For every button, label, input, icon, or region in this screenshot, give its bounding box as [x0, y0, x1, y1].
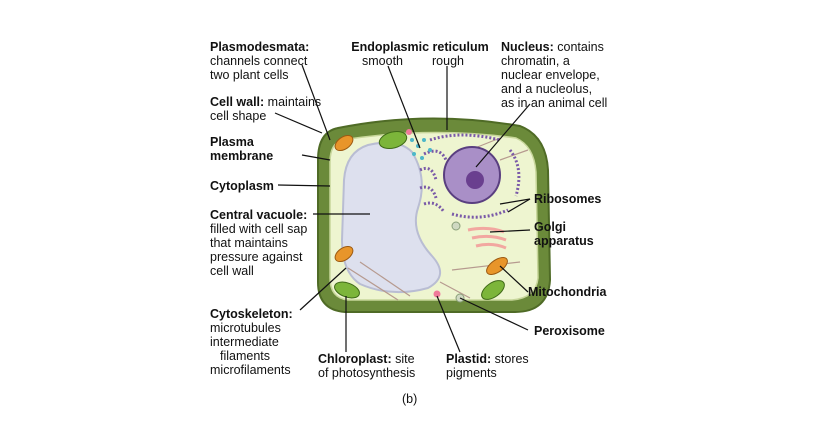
label-central-vacuole: Central vacuole: filled with cell sap th…	[210, 208, 308, 278]
mitochondria-shapes	[334, 134, 508, 275]
label-plasma-membrane: Plasma membrane	[210, 135, 274, 163]
label-chloroplast: Chloroplast: site of photosynthesis	[318, 352, 416, 380]
smooth-er	[410, 138, 432, 160]
vesicle-shape	[406, 129, 412, 135]
label-plasmodesmata: Plasmodesmata: channels connect two plan…	[210, 40, 310, 82]
label-er-smooth: smooth	[362, 54, 403, 68]
label-golgi: Golgi apparatus	[534, 220, 594, 248]
label-cytoskeleton: Cytoskeleton: microtubules intermediate …	[210, 307, 293, 377]
label-nucleus: Nucleus: contains chromatin, a nuclear e…	[501, 40, 608, 110]
leader-lines	[274, 64, 531, 353]
plastid-shape	[433, 290, 441, 298]
nucleolus-shape	[466, 171, 484, 189]
label-ribosomes: Ribosomes	[534, 192, 602, 206]
central-vacuole-shape	[340, 141, 441, 294]
label-endoplasmic-reticulum: Endoplasmic reticulum	[351, 40, 489, 54]
label-plastid: Plastid: stores pigments	[446, 352, 529, 380]
label-cell-wall: Cell wall: maintains cell shape	[210, 95, 322, 123]
rough-er	[419, 133, 521, 219]
figure-caption: (b)	[402, 392, 418, 406]
label-peroxisome: Peroxisome	[534, 324, 605, 338]
chloroplast-shapes	[334, 130, 505, 300]
vesicle-shape	[451, 221, 461, 231]
label-mitochondria: Mitochondria	[528, 285, 607, 299]
label-er-rough: rough	[432, 54, 464, 68]
label-cytoplasm: Cytoplasm	[210, 179, 274, 193]
